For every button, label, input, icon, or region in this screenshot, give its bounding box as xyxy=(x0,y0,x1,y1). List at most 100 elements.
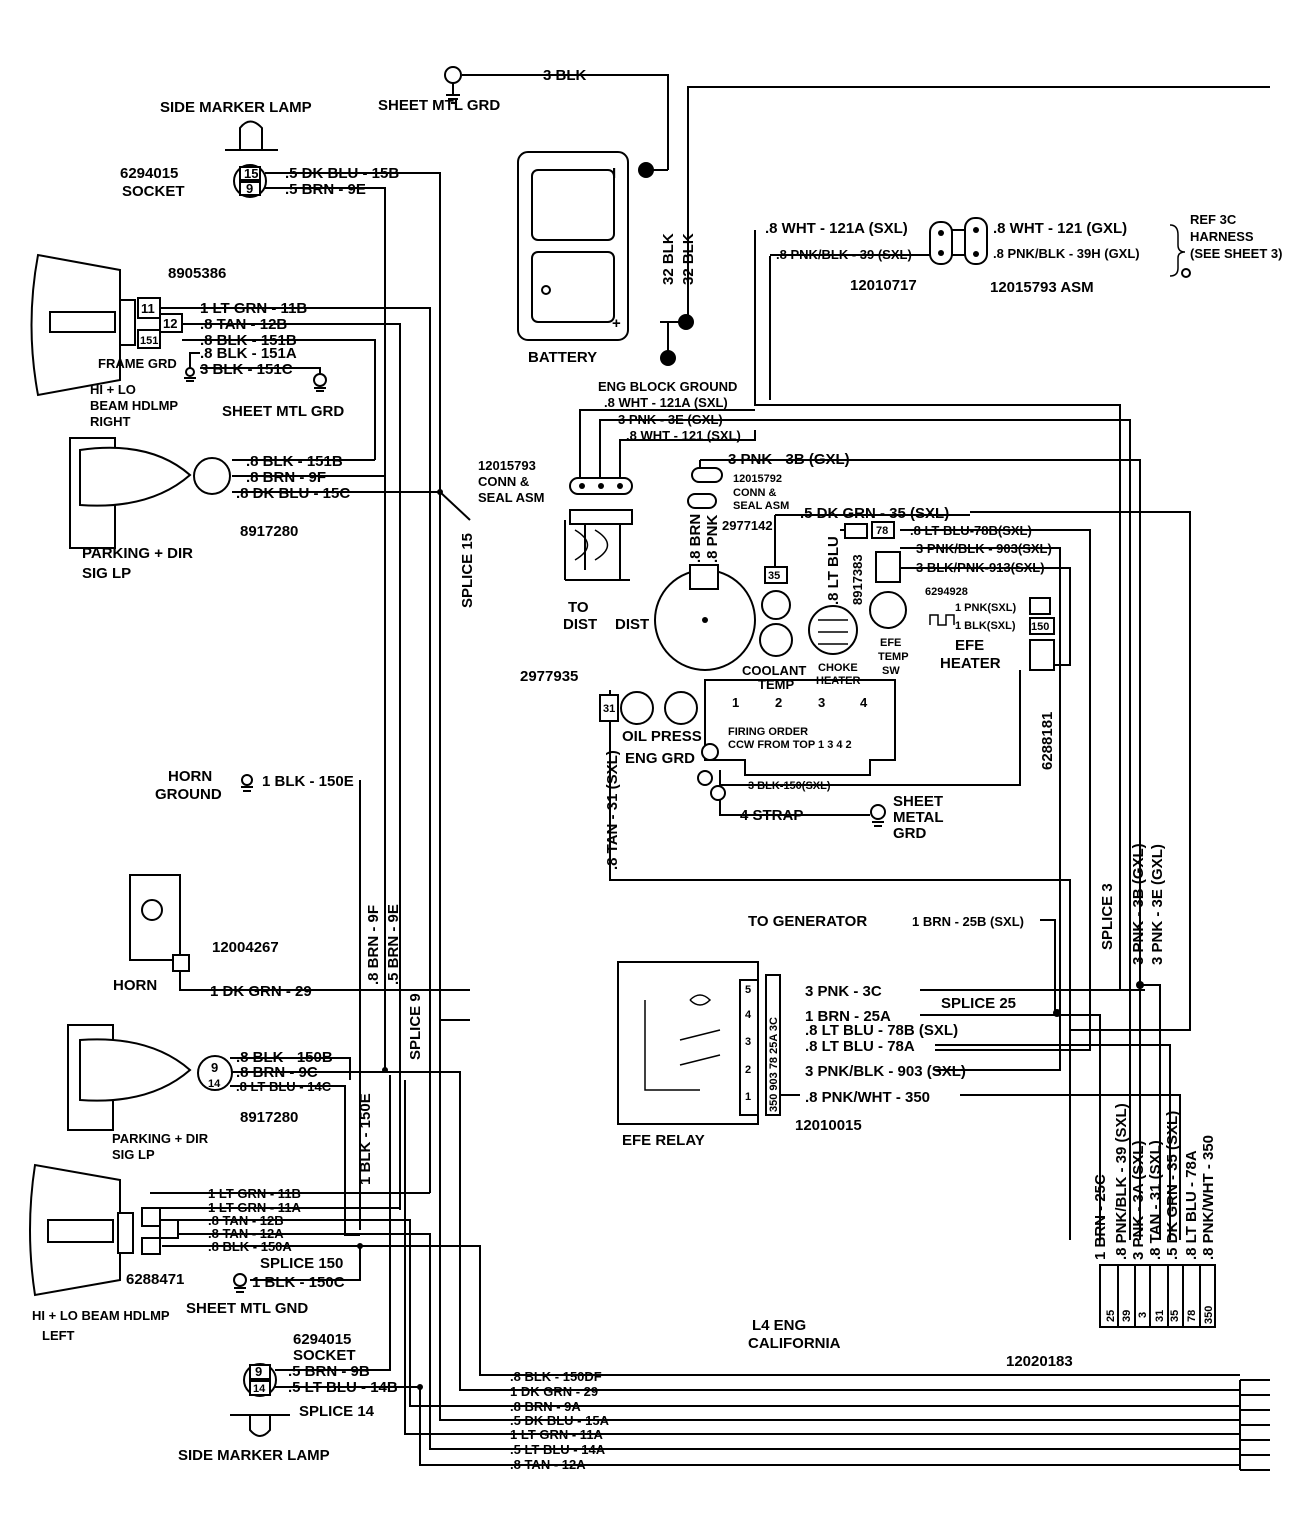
label-cyl-1: 1 xyxy=(732,695,739,710)
sheet-metal-grd-right-icon xyxy=(870,804,886,827)
label-wire-15c: .8 DK BLU - 15C xyxy=(236,485,350,502)
label-eng-block-ground: ENG BLOCK GROUND xyxy=(598,379,737,394)
label-conn-6288181: 6288181 xyxy=(1039,712,1056,770)
label-wire-121a: .8 WHT - 121A (SXL) xyxy=(604,395,728,410)
label-conn-12015793-asm: 12015793 ASM xyxy=(990,279,1094,296)
label-dist: DIST xyxy=(615,616,649,633)
label-wire-78a-relay: .8 LT BLU - 78A xyxy=(805,1038,915,1055)
label-wire-3b-vert: 3 PNK - 3B (GXL) xyxy=(1130,843,1147,965)
label-conn-8917280-top: 8917280 xyxy=(240,523,298,540)
label-sheet-metal-grd-2: METAL xyxy=(893,809,944,826)
label-wire-78b: .8 LT BLU-78B(SXL) xyxy=(910,523,1032,538)
label-conn-12015793-2: CONN & xyxy=(478,474,529,489)
connector-12020183-icon xyxy=(1099,1264,1216,1328)
label-headlamp-left-2: LEFT xyxy=(42,1328,75,1343)
label-eng-2: CALIFORNIA xyxy=(748,1335,841,1352)
label-conn-12015792-2: CONN & xyxy=(733,487,776,499)
label-top-ground-wire: 3 BLK xyxy=(543,67,587,84)
label-ref-3c-2: HARNESS xyxy=(1190,229,1254,244)
label-wire-11a: 1 LT GRN - 11A xyxy=(510,1427,604,1442)
label-conn-12015793-1: 12015793 xyxy=(478,458,536,473)
ground-symbol-icon xyxy=(444,66,462,104)
label-wire-903: 3 PNK/BLK - 903(SXL) xyxy=(916,541,1052,556)
label-pin-12: 12 xyxy=(163,316,177,331)
label-splice-15: SPLICE 15 xyxy=(459,533,476,608)
label-wire-121-right: .8 WHT - 121A (SXL) xyxy=(765,220,908,237)
label-wire-32blk-1: 32 BLK xyxy=(660,233,677,285)
label-wire-3c: 3 PNK - 3C xyxy=(805,983,882,1000)
label-wire-3e: 3 PNK - 3E (GXL) xyxy=(618,412,723,427)
label-park-lamp-bot-2: SIG LP xyxy=(112,1147,155,1162)
label-wire-151c: 3 BLK - 151C xyxy=(200,361,293,378)
label-park-lamp-1: PARKING + DIR xyxy=(82,545,193,562)
label-headlamp-right-2: BEAM HDLMP xyxy=(90,398,178,413)
wires xyxy=(150,74,1270,1471)
label-coolant-temp-2: TEMP xyxy=(758,677,794,692)
label-wire-9e-vert: .5 BRN - 9E xyxy=(385,904,402,985)
label-vw-35: .5 DK GRN - 35 (SXL) xyxy=(1164,1111,1181,1260)
label-efe-temp-3: SW xyxy=(882,665,900,677)
label-pin-31: 31 xyxy=(603,703,615,715)
label-wire-3b: 3 PNK - 3B (GXL) xyxy=(728,451,850,468)
label-wire-32blk-2: 32 BLK xyxy=(680,233,697,285)
label-vw-3a: 3 PNK - 3A (SXL) xyxy=(1130,1141,1147,1260)
label-sheet-mtl-grd-top: SHEET MTL GRD xyxy=(378,97,500,114)
label-wire-9e: .5 BRN - 9E xyxy=(285,181,366,198)
label-pin-78: 78 xyxy=(876,525,888,537)
label-wire-8ltblu: .8 LT BLU xyxy=(825,536,842,605)
label-wire-9a: .8 BRN - 9A xyxy=(510,1399,581,1414)
label-wire-15a: .5 DK BLU - 15A xyxy=(510,1413,610,1428)
label-headlamp-right-3: RIGHT xyxy=(90,414,131,429)
headlamp-right-icon xyxy=(30,253,136,397)
label-conn-12010015: 12010015 xyxy=(795,1117,862,1134)
sheet-mtl-gnd-left-icon xyxy=(233,1273,247,1293)
label-vw-350: .8 PNK/WHT - 350 xyxy=(1200,1135,1217,1260)
label-battery: BATTERY xyxy=(528,349,597,366)
label-wire-35: .5 DK GRN - 35 (SXL) xyxy=(800,505,949,522)
label-cav-35: 35 xyxy=(1169,1310,1181,1322)
label-side-marker-lamp-bot: SIDE MARKER LAMP xyxy=(178,1447,330,1464)
label-relay-pin-1: 1 xyxy=(745,1091,751,1103)
label-wire-39h: .8 PNK/BLK - 39H (GXL) xyxy=(993,246,1140,261)
label-conn-8905386: 8905386 xyxy=(168,265,226,282)
label-efe-heater-1: EFE xyxy=(955,637,984,654)
parking-lamp-left-icon xyxy=(67,1024,233,1131)
label-conn-12015793-3: SEAL ASM xyxy=(478,490,544,505)
label-frame-grd: FRAME GRD xyxy=(98,356,177,371)
label-coolant-temp-1: COOLANT xyxy=(742,663,806,678)
label-wire-8brn: .8 BRN xyxy=(687,514,704,563)
label-cav-78: 78 xyxy=(1186,1310,1198,1322)
label-wire-39-right: .8 PNK/BLK - 39 (SXL) xyxy=(776,247,912,262)
label-wire-11b-bot: 1 LT GRN - 11B xyxy=(208,1186,301,1201)
splice-3-dot xyxy=(1136,981,1144,989)
label-efe-heater-2: HEATER xyxy=(940,655,1001,672)
components xyxy=(29,66,1216,1437)
label-wire-1blk: 1 BLK(SXL) xyxy=(955,620,1016,632)
label-wire-150e: 1 BLK - 150E xyxy=(262,773,354,790)
label-vw-78a: .8 LT BLU - 78A xyxy=(1183,1150,1200,1260)
label-park-lamp-bot-1: PARKING + DIR xyxy=(112,1131,209,1146)
socket-bottom-icon xyxy=(230,1363,290,1437)
label-splice-25: SPLICE 25 xyxy=(941,995,1016,1012)
label-wire-151b: .8 BLK - 151B xyxy=(200,332,297,349)
label-relay-pin-3: 3 xyxy=(745,1036,751,1048)
label-vw-25c: 1 BRN - 25C xyxy=(1092,1174,1109,1260)
label-wire-121-gxl: .8 WHT - 121 (GXL) xyxy=(993,220,1127,237)
label-choke-heater-2: HEATER xyxy=(816,675,860,687)
label-wire-12b-top: .8 TAN - 12B xyxy=(200,316,287,333)
small-connector-78-icon xyxy=(844,521,895,539)
label-conn-12015792-3: SEAL ASM xyxy=(733,500,789,512)
label-efe-temp-2: TEMP xyxy=(878,651,909,663)
label-wire-29-bus: 1 DK GRN - 29 xyxy=(510,1384,598,1399)
label-choke-heater-1: CHOKE xyxy=(818,662,858,674)
oil-pressure-icon xyxy=(599,691,698,725)
label-wire-25a: 1 BRN - 25A xyxy=(805,1008,891,1025)
label-wire-14b: .5 LT BLU - 14B xyxy=(288,1379,398,1396)
engine-block-icon xyxy=(704,679,896,776)
label-conn-12010717: 12010717 xyxy=(850,277,917,294)
label-pin-11: 11 xyxy=(141,301,155,316)
label-efe-relay: EFE RELAY xyxy=(622,1132,705,1149)
label-eng-grd: ENG GRD xyxy=(625,750,695,767)
label-oil-press: OIL PRESS xyxy=(622,728,702,745)
label-pin-9-bot: 9 xyxy=(211,1060,218,1075)
